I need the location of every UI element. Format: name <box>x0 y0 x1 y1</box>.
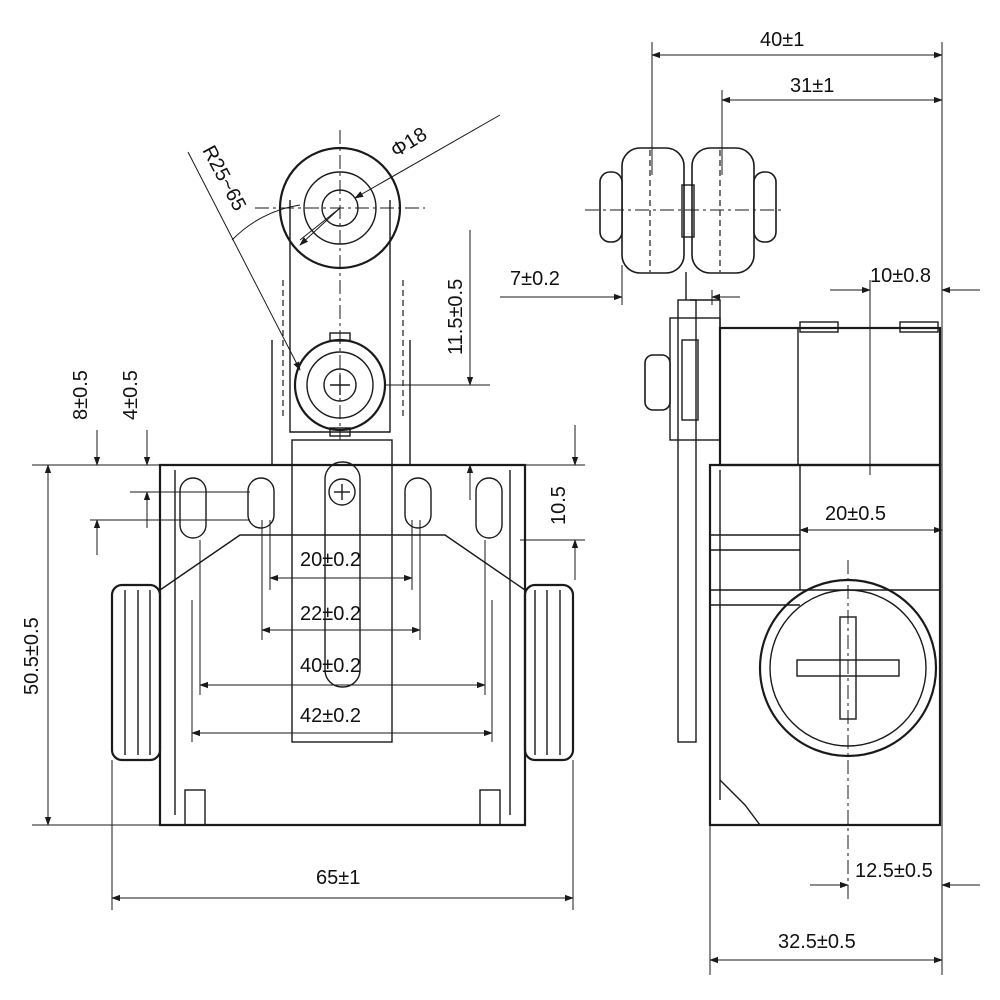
side-upper-housing <box>718 326 942 467</box>
dim-side-40: 40±1 <box>760 29 804 51</box>
dim-4: 4±0.5 <box>120 370 142 420</box>
dim-40: 40±0.2 <box>300 655 361 677</box>
front-foot-right <box>479 789 501 826</box>
radius-leader <box>187 151 301 371</box>
side-lever-plate <box>677 299 697 743</box>
side-view: 40±1 31±1 7±0.2 10±0.8 20±0.5 12.5±0.5 3… <box>500 29 980 975</box>
dim-50-5: 50.5±0.5 <box>21 617 43 695</box>
dim-side-7: 7±0.2 <box>510 268 560 290</box>
right-conduit-port <box>523 583 575 762</box>
dim-10-5: 10.5 <box>548 486 570 525</box>
left-conduit-port <box>110 583 162 762</box>
side-lower-body <box>708 463 942 827</box>
dim-65: 65±1 <box>316 867 360 889</box>
dim-side-12-5: 12.5±0.5 <box>855 860 933 882</box>
dim-side-20: 20±0.5 <box>825 503 886 525</box>
side-hub-screw <box>644 354 671 411</box>
dim-11-5: 11.5±0.5 <box>445 279 467 355</box>
front-body-outline <box>158 463 527 827</box>
diameter-leader <box>354 114 501 199</box>
dim-side-31: 31±1 <box>790 75 834 97</box>
plunger-screw-icon <box>328 478 356 506</box>
dim-22: 22±0.2 <box>300 603 361 625</box>
dim-diameter: Φ18 <box>387 123 431 162</box>
dim-42: 42±0.2 <box>300 705 361 727</box>
dim-radius: R25~65 <box>198 142 251 215</box>
front-foot-left <box>184 789 206 826</box>
dim-20: 20±0.2 <box>300 549 361 571</box>
dim-side-10: 10±0.8 <box>870 265 931 287</box>
twin-roller <box>585 147 785 300</box>
dim-8: 8±0.5 <box>70 370 92 420</box>
mounting-slots <box>179 477 503 539</box>
plunger-block <box>291 439 393 743</box>
dim-side-32-5: 32.5±0.5 <box>778 931 856 953</box>
front-view: 8±0.5 4±0.5 50.5±0.5 11.5±0.5 10.5 20±0.… <box>21 114 585 910</box>
